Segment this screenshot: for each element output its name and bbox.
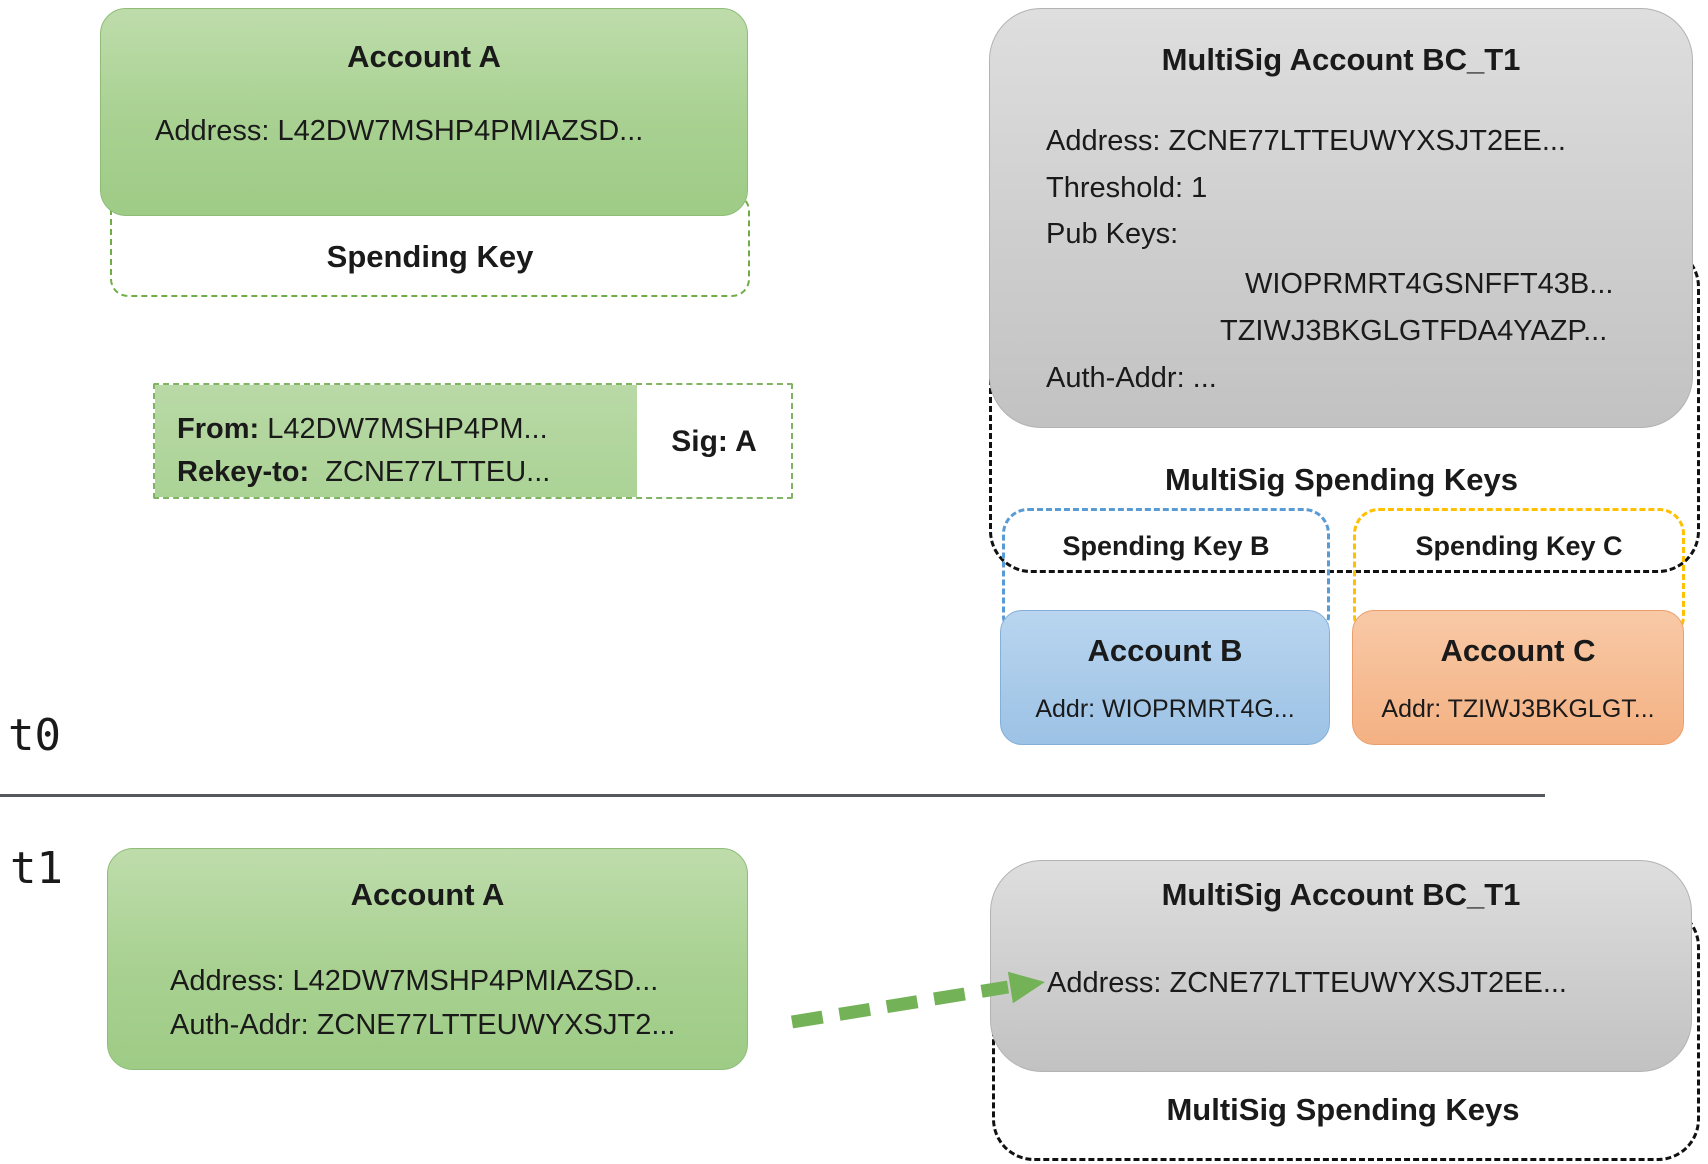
- rekey-arrow: [780, 955, 1070, 1045]
- account-a-title-t0: Account A: [347, 39, 501, 74]
- multisig-account-box-t0: MultiSig Account BC_T1 Address: ZCNE77LT…: [989, 8, 1693, 428]
- multisig-account-box-t1: MultiSig Account BC_T1 Address: ZCNE77LT…: [990, 860, 1692, 1072]
- account-a-authaddr-t1: Auth-Addr: ZCNE77LTTEUWYXSJT2...: [170, 1009, 676, 1041]
- account-a-address-t0: Address: L42DW7MSHP4PMIAZSD...: [155, 115, 644, 147]
- account-c-title: Account C: [1440, 633, 1596, 668]
- rekey-from-value: L42DW7MSHP4PM...: [267, 413, 548, 445]
- multisig-spending-keys-label-t0: MultiSig Spending Keys: [1164, 462, 1519, 497]
- multisig-pubkeys-label: Pub Keys:: [1046, 218, 1179, 250]
- multisig-pubkey-1: WIOPRMRT4GSNFFT43B...: [1245, 268, 1614, 300]
- account-a-box-t0: Account A Address: L42DW7MSHP4PMIAZSD...: [100, 8, 748, 216]
- t0-label: t0: [8, 710, 61, 761]
- multisig-title-t0: MultiSig Account BC_T1: [1161, 42, 1521, 77]
- account-b-box: Account B Addr: WIOPRMRT4G...: [1000, 610, 1330, 745]
- multisig-address-t1: Address: ZCNE77LTTEUWYXSJT2EE...: [1047, 967, 1567, 999]
- rekey-from-line: From: L42DW7MSHP4PM...: [177, 413, 548, 446]
- account-a-address-t1: Address: L42DW7MSHP4PMIAZSD...: [170, 965, 659, 997]
- rekey-arrow-head: [1007, 971, 1045, 1004]
- rekey-transaction-fill: [155, 385, 637, 497]
- rekey-arrow-shaft: [790, 980, 1010, 1029]
- rekey-sig-label: Sig: A: [671, 425, 757, 458]
- account-a-box-t1: Account A Address: L42DW7MSHP4PMIAZSD...…: [107, 848, 748, 1070]
- account-c-addr: Addr: TZIWJ3BKGLGT...: [1381, 695, 1655, 723]
- account-b-addr: Addr: WIOPRMRT4G...: [1035, 695, 1295, 723]
- t1-label: t1: [10, 843, 63, 894]
- multisig-title-t1: MultiSig Account BC_T1: [1161, 877, 1521, 912]
- spending-key-b-label: Spending Key B: [1062, 531, 1270, 561]
- spending-key-c-label: Spending Key C: [1415, 531, 1623, 561]
- rekey-to-line: Rekey-to: ZCNE77LTTEU...: [177, 456, 550, 489]
- multisig-spending-keys-label-t1: MultiSig Spending Keys: [1166, 1092, 1520, 1127]
- multisig-pubkey-2: TZIWJ3BKGLGTFDA4YAZP...: [1220, 315, 1608, 347]
- multisig-threshold: Threshold: 1: [1046, 172, 1208, 204]
- rekey-transaction-box: From: L42DW7MSHP4PM... Rekey-to: ZCNE77L…: [153, 383, 793, 499]
- rekey-from-label: From:: [177, 413, 260, 445]
- spending-key-a-label: Spending Key: [326, 239, 534, 274]
- account-a-title-t1: Account A: [350, 877, 505, 912]
- multisig-authaddr-t0: Auth-Addr: ...: [1046, 362, 1217, 394]
- account-c-box: Account C Addr: TZIWJ3BKGLGT...: [1352, 610, 1684, 745]
- timeline-divider: [0, 794, 1545, 797]
- rekey-to-label: Rekey-to:: [177, 456, 310, 488]
- multisig-address-t0: Address: ZCNE77LTTEUWYXSJT2EE...: [1046, 125, 1566, 157]
- account-b-title: Account B: [1087, 633, 1243, 668]
- rekey-to-value: ZCNE77LTTEU...: [325, 456, 551, 488]
